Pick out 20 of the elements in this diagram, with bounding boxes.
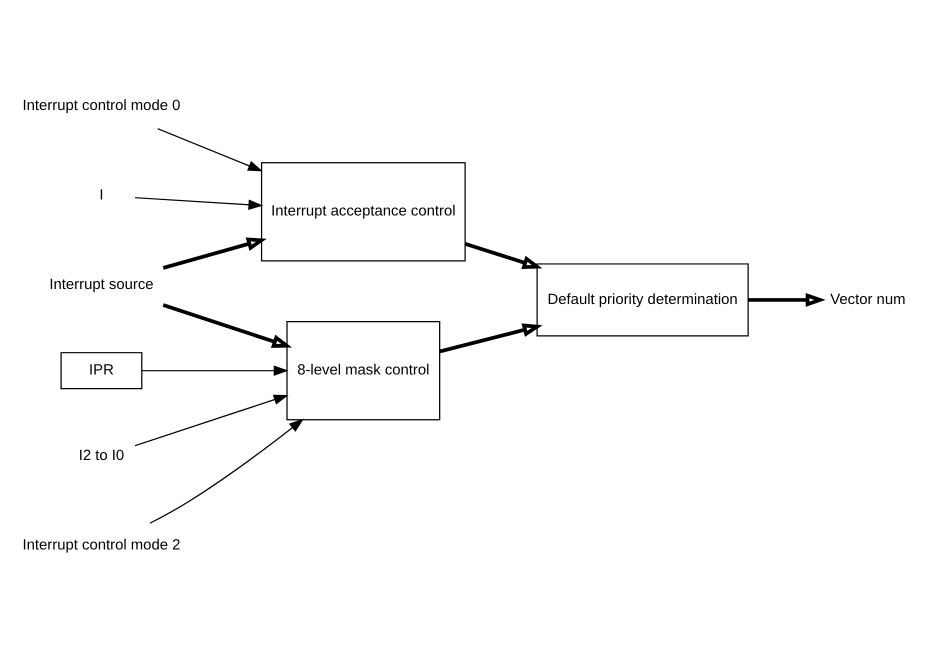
arrow	[748, 292, 826, 307]
arrow	[142, 365, 289, 376]
node-box: Interrupt acceptance control	[260, 162, 466, 262]
arrow	[439, 323, 543, 354]
arrow	[134, 394, 289, 446]
arrow	[150, 418, 304, 524]
node-text: Interrupt source	[49, 276, 154, 293]
arrow	[162, 237, 267, 270]
node-text: Vector num	[830, 292, 906, 308]
node-text: Interrupt control mode 0	[22, 98, 180, 114]
node-box: IPR	[60, 352, 142, 390]
node-text: Interrupt control mode 2	[22, 538, 180, 554]
arrow	[134, 197, 264, 210]
arrow	[157, 128, 263, 172]
arrow	[464, 242, 542, 270]
node-text: I2 to I0	[78, 448, 124, 464]
node-box: Default priority determination	[536, 263, 749, 337]
arrow	[162, 303, 292, 348]
node-text: I	[99, 188, 104, 204]
node-box: 8-level mask control	[286, 321, 440, 420]
